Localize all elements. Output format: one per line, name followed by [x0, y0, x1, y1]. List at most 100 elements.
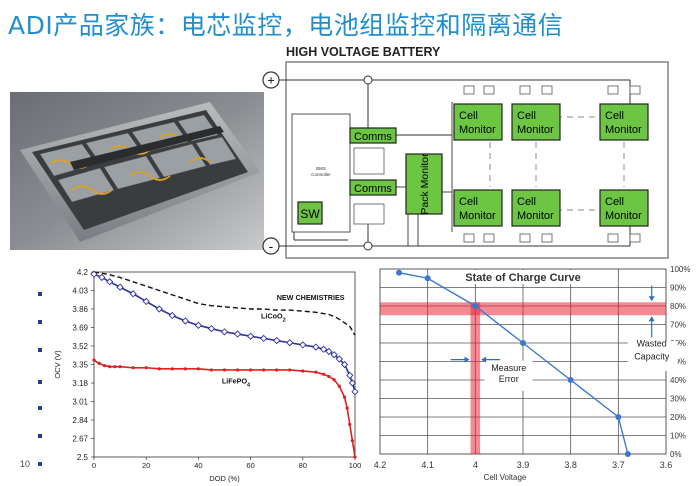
- data-point: [118, 365, 122, 369]
- data-point: [194, 321, 203, 329]
- y-tick-label: 50%: [670, 358, 686, 367]
- y-tick-label: 20%: [670, 413, 686, 422]
- data-point: [332, 378, 336, 382]
- data-point: [222, 368, 227, 372]
- y-axis-label: OCV (V): [53, 350, 62, 379]
- wasted-capacity-label: Capacity: [634, 352, 670, 362]
- arrow-head-icon: [464, 356, 470, 363]
- data-point: [129, 290, 137, 298]
- data-point: [144, 366, 148, 370]
- cell-monitor-bottom-1: Cell Monitor: [453, 189, 503, 227]
- data-point: [246, 332, 255, 340]
- data-point: [615, 414, 622, 420]
- data-point: [301, 369, 305, 373]
- data-point: [325, 347, 333, 356]
- bullet-marker: [38, 292, 42, 296]
- y-tick-label: 40%: [670, 376, 686, 385]
- data-point: [106, 278, 114, 286]
- y-tick-label: 4.03: [72, 287, 88, 296]
- data-point: [335, 355, 343, 363]
- svg-text:Cell: Cell: [517, 110, 536, 122]
- svg-text:Monitor: Monitor: [517, 210, 554, 222]
- y-tick-label: 100%: [670, 265, 690, 274]
- cell-monitor-top-3: Cell Monitor: [599, 103, 649, 141]
- data-point: [97, 361, 101, 366]
- bms-label: Controller: [311, 172, 331, 177]
- positive-terminal-label: +: [267, 73, 275, 88]
- data-point: [183, 367, 187, 371]
- data-point: [320, 345, 328, 353]
- cell-monitor-bottom-2: Cell Monitor: [511, 189, 561, 227]
- sw-block: [297, 201, 323, 225]
- data-point: [624, 451, 631, 457]
- comms-block-top: [349, 127, 397, 144]
- cell-monitor-bottom-3: Cell Monitor: [599, 189, 649, 227]
- data-point: [260, 334, 268, 343]
- comms-label: Comms: [354, 131, 392, 143]
- data-point: [116, 283, 124, 291]
- bullet-marker: [38, 380, 42, 384]
- wasted-capacity-label: Wasted: [637, 339, 667, 349]
- measure-error-label: Error: [499, 374, 519, 384]
- y-tick-label: 3.69: [72, 324, 88, 333]
- chart-title: State of Charge Curve: [465, 272, 581, 284]
- data-point: [350, 439, 354, 443]
- pack-monitor-block: [405, 153, 443, 215]
- svg-text:Monitor: Monitor: [459, 210, 496, 222]
- arrow-head-icon: [648, 296, 655, 302]
- arrow-head-icon: [648, 316, 655, 322]
- y-tick-label: 3.52: [72, 342, 88, 351]
- data-point: [220, 328, 229, 336]
- svg-text:Cell: Cell: [459, 196, 478, 208]
- wasted-capacity-band: [380, 302, 666, 316]
- y-tick-label: 60%: [670, 339, 686, 348]
- cell-monitor-top-1: Cell Monitor: [453, 103, 503, 141]
- battery-pack-image: [10, 92, 264, 250]
- wasted-capacity-label-bg: [627, 341, 678, 371]
- pack-monitor-label: Pack Monitor: [419, 153, 431, 215]
- y-tick-label: 4.2: [77, 268, 89, 277]
- measure-error-band: [470, 302, 481, 454]
- data-point: [142, 297, 150, 306]
- contactor-icon: [363, 75, 373, 85]
- data-point: [273, 336, 281, 345]
- sw-label: SW: [300, 207, 320, 221]
- data-point: [567, 377, 574, 383]
- x-tick-label: 4: [473, 460, 478, 470]
- data-point: [235, 368, 240, 372]
- comms-block-bottom: [349, 179, 397, 196]
- bullet-marker: [38, 406, 42, 410]
- data-point: [196, 367, 200, 371]
- y-tick-label: 3.86: [72, 305, 88, 314]
- bullet-marker: [38, 348, 42, 352]
- data-point: [90, 270, 98, 278]
- data-point: [207, 324, 216, 333]
- y-tick-label: 2.5: [77, 453, 89, 462]
- x-tick-label: 3.7: [612, 460, 625, 470]
- bullet-marker: [38, 320, 42, 324]
- data-point: [233, 330, 242, 338]
- data-point: [249, 368, 253, 372]
- data-point: [286, 339, 294, 347]
- y-tick-label: 10%: [670, 432, 686, 441]
- comms-label: Comms: [354, 183, 392, 195]
- slide-title: ADI产品家族：电芯监控，电池组监控和隔离通信: [8, 11, 564, 40]
- bullet-marker: [38, 462, 42, 466]
- plot-area: [93, 271, 356, 458]
- data-point: [157, 367, 161, 371]
- y-tick-label: 3.18: [72, 379, 88, 388]
- data-point: [396, 269, 403, 276]
- y-tick-label: 2.67: [72, 435, 88, 444]
- data-point: [155, 305, 163, 313]
- data-point: [262, 368, 266, 372]
- data-point: [424, 275, 431, 282]
- data-point: [108, 365, 112, 369]
- ocv-dod-chart: 4.24.033.863.693.523.353.183.012.842.672…: [53, 268, 361, 483]
- svg-text:Monitor: Monitor: [605, 124, 642, 136]
- data-point: [168, 311, 176, 320]
- x-tick-label: 0: [92, 461, 96, 470]
- negative-terminal-label: -: [269, 238, 274, 254]
- series-line-new-chemistries: [93, 271, 356, 336]
- data-point: [472, 303, 479, 309]
- y-tick-label: 70%: [670, 321, 686, 330]
